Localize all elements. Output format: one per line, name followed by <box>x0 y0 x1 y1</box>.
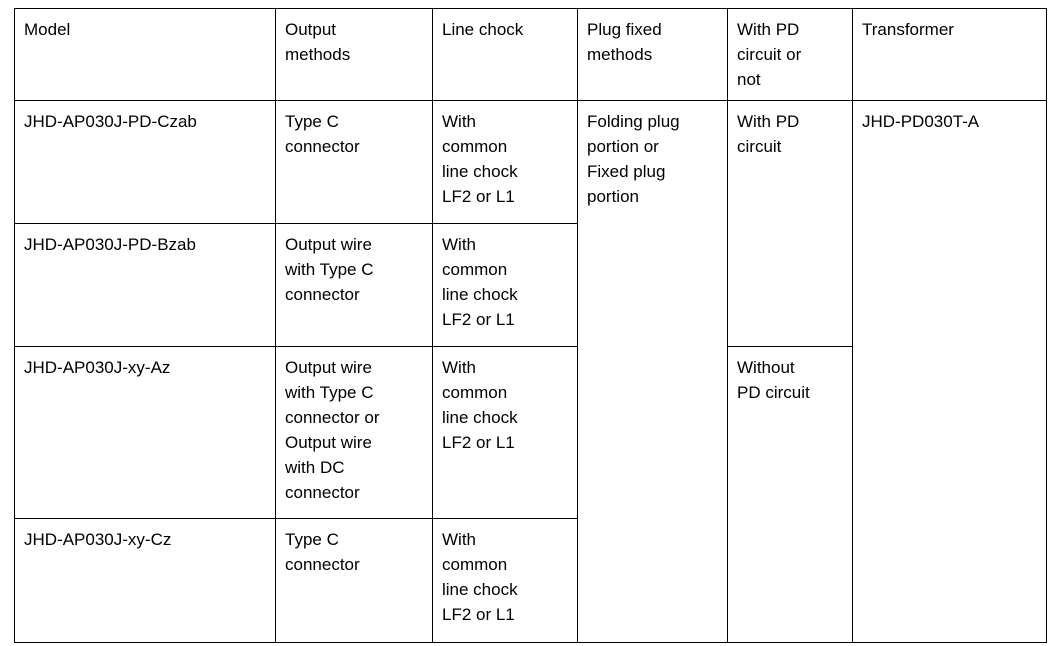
cell-pd-circuit: Without PD circuit <box>727 346 853 643</box>
column-header-transformer-label: Transformer <box>862 20 954 39</box>
cell-model-value: JHD-AP030J-PD-Czab <box>24 112 197 131</box>
column-header-with-pd-circuit-or-not-label: With PD circuit or not <box>737 20 802 89</box>
cell-line-chock-value: With common line chock LF2 or L1 <box>442 235 518 329</box>
table-row: JHD-AP030J-PD-Bzab Output wire with Type… <box>14 223 1047 347</box>
table-row: JHD-AP030J-PD-Czab Type C connector With… <box>14 100 1047 643</box>
cell-model: JHD-AP030J-PD-Czab <box>14 100 276 224</box>
cell-output-methods-value: Output wire with Type C connector <box>285 235 374 304</box>
table-row: JHD-AP030J-xy-Cz Type C connector With c… <box>14 518 1047 643</box>
column-header-plug-fixed-methods-label: Plug fixed methods <box>587 20 662 64</box>
cell-pd-circuit-value: With PD circuit <box>737 112 800 156</box>
cell-model: JHD-AP030J-xy-Az <box>14 346 276 519</box>
table-header-row: Model Output methods Line chock Plug fix… <box>14 8 1047 101</box>
cell-model-value: JHD-AP030J-PD-Bzab <box>24 235 196 254</box>
table-body: JHD-AP030J-PD-Czab Type C connector With… <box>14 100 1047 643</box>
cell-pd-circuit: With PD circuit <box>727 100 853 347</box>
column-header-line-chock-label: Line chock <box>442 20 524 39</box>
model-specification-table: Model Output methods Line chock Plug fix… <box>14 8 1047 643</box>
cell-line-chock-value: With common line chock LF2 or L1 <box>442 112 518 206</box>
column-header-transformer: Transformer <box>852 8 1047 101</box>
table-header: Model Output methods Line chock Plug fix… <box>14 8 1047 101</box>
column-header-line-chock: Line chock <box>432 8 578 101</box>
column-header-plug-fixed-methods: Plug fixed methods <box>577 8 728 101</box>
cell-line-chock: With common line chock LF2 or L1 <box>432 100 578 224</box>
cell-line-chock: With common line chock LF2 or L1 <box>432 518 578 643</box>
cell-plug-fixed-methods-value: Folding plug portion or Fixed plug porti… <box>587 112 680 206</box>
cell-transformer: JHD-PD030T-A <box>852 100 1047 643</box>
cell-model-value: JHD-AP030J-xy-Az <box>24 358 171 377</box>
cell-model: JHD-AP030J-xy-Cz <box>14 518 276 643</box>
cell-line-chock: With common line chock LF2 or L1 <box>432 346 578 519</box>
cell-plug-fixed-methods: Folding plug portion or Fixed plug porti… <box>577 100 728 643</box>
cell-output-methods-value: Output wire with Type C connector or Out… <box>285 358 380 502</box>
cell-output-methods: Type C connector <box>275 518 433 643</box>
column-header-output-methods-label: Output methods <box>285 20 351 64</box>
table-row: JHD-AP030J-xy-Az Output wire with Type C… <box>14 346 1047 643</box>
cell-output-methods-value: Type C connector <box>285 530 360 574</box>
cell-line-chock-value: With common line chock LF2 or L1 <box>442 358 518 452</box>
column-header-model-label: Model <box>24 20 71 39</box>
cell-model: JHD-AP030J-PD-Bzab <box>14 223 276 347</box>
cell-transformer-value: JHD-PD030T-A <box>862 112 980 131</box>
cell-line-chock-value: With common line chock LF2 or L1 <box>442 530 518 624</box>
cell-output-methods: Type C connector <box>275 100 433 224</box>
cell-output-methods-value: Type C connector <box>285 112 360 156</box>
cell-output-methods: Output wire with Type C connector or Out… <box>275 346 433 519</box>
cell-output-methods: Output wire with Type C connector <box>275 223 433 347</box>
cell-model-value: JHD-AP030J-xy-Cz <box>24 530 172 549</box>
column-header-model: Model <box>14 8 276 101</box>
cell-pd-circuit-value: Without PD circuit <box>737 358 810 402</box>
column-header-output-methods: Output methods <box>275 8 433 101</box>
cell-line-chock: With common line chock LF2 or L1 <box>432 223 578 347</box>
column-header-with-pd-circuit-or-not: With PD circuit or not <box>727 8 853 101</box>
